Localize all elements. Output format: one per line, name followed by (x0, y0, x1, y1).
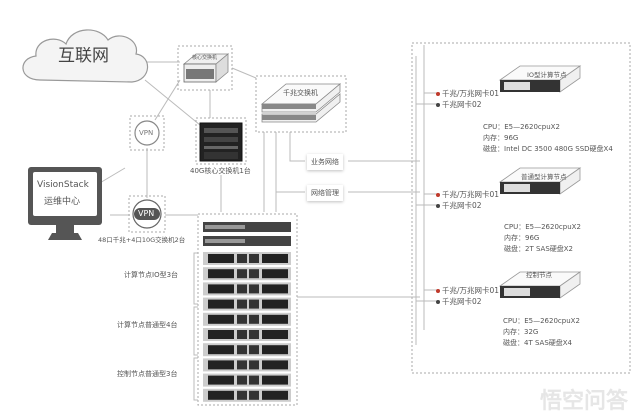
node-specs: CPU：E5—2620cpuX2 内存：96G 磁盘：2T SAS硬盘X2 (504, 222, 581, 255)
rack-server (203, 312, 291, 326)
link-internet-40g-switch (144, 79, 201, 126)
watermark: 悟空问答 (540, 389, 629, 414)
nic1-text: 千兆/万兆网卡01 (442, 190, 500, 199)
spec-disk: 磁盘：2T SAS硬盘X2 (504, 245, 574, 253)
gigabit-switch-label: 千兆交换机 (283, 89, 318, 97)
node-server-icon-standard (498, 167, 582, 195)
nic2-label: 千兆网卡02 (436, 201, 482, 211)
link-gigabit-business (289, 132, 305, 162)
rack-server (203, 328, 291, 341)
rack-server (203, 282, 291, 296)
nic2-text: 千兆网卡02 (442, 100, 482, 109)
spec-cpu: CPU：E5—2620cpuX2 (483, 123, 560, 131)
nic1-text: 千兆/万兆网卡01 (442, 89, 500, 98)
nic2-label: 千兆网卡02 (436, 297, 482, 307)
nic2-text: 千兆网卡02 (442, 201, 482, 210)
gigabit-switch-icon (260, 83, 342, 123)
nic2-label: 千兆网卡02 (436, 100, 482, 110)
link-core-vpn-top (154, 79, 181, 121)
node-specs: CPU：E5—2620cpuX2 内存：96G 磁盘：Intel DC 3500… (483, 122, 613, 155)
rack-group-label: 控制节点普通型3台 (117, 370, 178, 378)
rack-server (203, 373, 291, 387)
rack-icon (203, 222, 291, 402)
spec-memory: 内存：32G (503, 328, 539, 336)
nic1-dot-icon (436, 289, 440, 293)
rack-server (203, 358, 291, 372)
nic1-dot-icon (436, 193, 440, 197)
core-switch-icon (182, 53, 230, 83)
vpn-top-box (129, 115, 165, 151)
nic1-dot-icon (436, 92, 440, 96)
rack-server (203, 343, 291, 357)
internet-label: 互联网 (58, 46, 109, 66)
cloud-icon (22, 29, 149, 83)
vpn-top-label: VPN (139, 129, 154, 137)
nic2-dot-icon (436, 204, 440, 208)
spec-disk: 磁盘：Intel DC 3500 480G SSD硬盘X4 (483, 145, 613, 153)
spec-cpu: CPU：E5—2620cpuX2 (504, 223, 581, 231)
nic1-label: 千兆/万兆网卡01 (436, 286, 499, 296)
vpn-top-icon (134, 120, 160, 146)
node-title: IO型计算节点 (527, 71, 567, 79)
rack-group-label: 计算节点普通型4台 (117, 321, 178, 329)
spec-memory: 内存：96G (483, 134, 519, 142)
core-switch-label: 核心交换机 (192, 55, 218, 61)
rack-server (203, 388, 291, 402)
rack-box (197, 213, 298, 406)
nic2-text: 千兆网卡02 (442, 297, 482, 306)
core-40g-switch-icon (199, 122, 243, 162)
node-server-icon-control (498, 271, 582, 299)
node-specs: CPU：E5—2620cpuX2 内存：32G 磁盘：4T SAS硬盘X4 (503, 316, 580, 349)
vpn-bottom-label: VPN (138, 209, 155, 218)
nodes-box (411, 42, 631, 374)
gigabit-switch-box (255, 75, 347, 133)
management-network-tag: 网络管理 (307, 185, 343, 201)
nic2-dot-icon (436, 300, 440, 304)
spec-disk: 磁盘：4T SAS硬盘X4 (503, 339, 573, 347)
ops-center-line2: 运维中心 (44, 197, 81, 207)
link-core-gigabit (231, 67, 257, 79)
ops-center-line1: VisionStack (37, 180, 89, 190)
node-title: 控制节点 (526, 271, 552, 279)
vpn-bottom-box (128, 195, 166, 233)
rack-server (203, 297, 291, 311)
core-40g-box (195, 117, 247, 165)
core-switch-box (177, 45, 233, 91)
access-switch-caption: 48口千兆+4口10G交换机2台 (98, 236, 186, 244)
nic1-text: 千兆/万兆网卡01 (442, 286, 500, 295)
node-server-icon-io (498, 65, 582, 93)
rack-group-label: 计算节点IO型3台 (124, 271, 179, 279)
nic1-label: 千兆/万兆网卡01 (436, 89, 499, 99)
business-network-tag: 业务网络 (307, 154, 343, 170)
spec-cpu: CPU：E5—2620cpuX2 (503, 317, 580, 325)
node-title: 普通型计算节点 (521, 173, 567, 181)
spec-memory: 内存：96G (504, 234, 540, 242)
nic2-dot-icon (436, 103, 440, 107)
core-40g-caption: 40G核心交换机1台 (190, 167, 251, 175)
rack-server (203, 267, 291, 281)
nic1-label: 千兆/万兆网卡01 (436, 190, 499, 200)
monitor-icon (28, 167, 102, 240)
rack-server (203, 252, 291, 265)
